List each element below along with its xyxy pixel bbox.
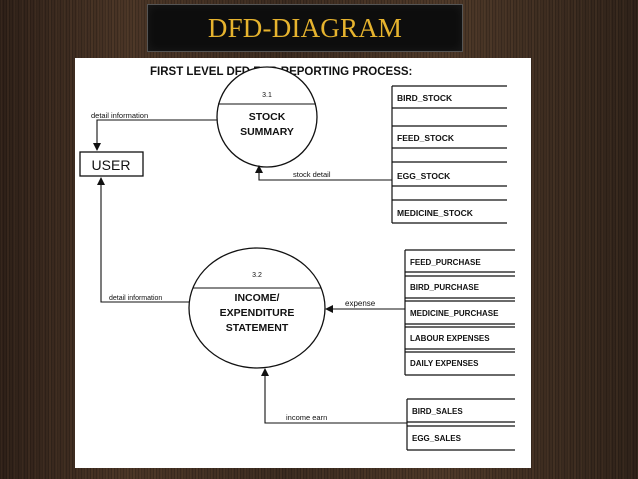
store-egg-stock: EGG_STOCK <box>397 171 451 181</box>
slide-title: DFD-DIAGRAM <box>207 12 403 43</box>
process2-line2: EXPENDITURE <box>220 307 295 319</box>
flow-detail-info-2-label: detail information <box>109 295 162 302</box>
user-entity: USER <box>79 151 144 177</box>
store-bird-sales: BIRD_SALES <box>412 407 463 416</box>
process2-number: 3.2 <box>252 272 262 279</box>
process1-line1: STOCK <box>249 111 286 123</box>
store-medicine-stock: MEDICINE_STOCK <box>397 208 474 218</box>
flow-detail-info-2 <box>97 177 189 303</box>
store-feed-purchase: FEED_PURCHASE <box>410 258 481 267</box>
store-medicine-purchase: MEDICINE_PURCHASE <box>410 309 499 318</box>
flow-stock-detail <box>255 165 392 181</box>
process2-line1: INCOME/ <box>235 292 280 304</box>
store-daily-expenses: DAILY EXPENSES <box>410 359 479 368</box>
process1-number: 3.1 <box>262 92 272 99</box>
flow-income <box>261 368 407 424</box>
dfd-diagram: FIRST LEVEL DFD FOR REPORTING PROCESS: U… <box>79 66 515 451</box>
store-bird-purchase: BIRD_PURCHASE <box>410 283 480 292</box>
store-feed-stock: FEED_STOCK <box>397 133 455 143</box>
diagram-panel: FIRST LEVEL DFD FOR REPORTING PROCESS: U… <box>75 58 531 468</box>
flow-detail-info-1-label: detail information <box>91 111 148 120</box>
store-bird-stock: BIRD_STOCK <box>397 93 453 103</box>
flow-stock-detail-label: stock detail <box>293 170 331 179</box>
flow-detail-info-1 <box>93 119 217 151</box>
flow-expense-label: expense <box>345 299 376 308</box>
expense-stores-group <box>404 249 515 376</box>
store-egg-sales: EGG_SALES <box>412 434 462 443</box>
process-stock-summary: 3.1 STOCK SUMMARY <box>216 66 318 168</box>
flow-income-label: income earn <box>286 413 327 422</box>
process-income-expenditure: 3.2 INCOME/ EXPENDITURE STATEMENT <box>188 247 326 369</box>
slide-title-box: DFD-DIAGRAM <box>148 5 462 51</box>
stock-stores-group <box>391 85 507 224</box>
sales-stores-group <box>406 398 515 451</box>
process2-line3: STATEMENT <box>226 322 289 334</box>
process1-line2: SUMMARY <box>240 126 294 138</box>
store-labour-expenses: LABOUR EXPENSES <box>410 334 490 343</box>
user-label: USER <box>92 157 131 173</box>
